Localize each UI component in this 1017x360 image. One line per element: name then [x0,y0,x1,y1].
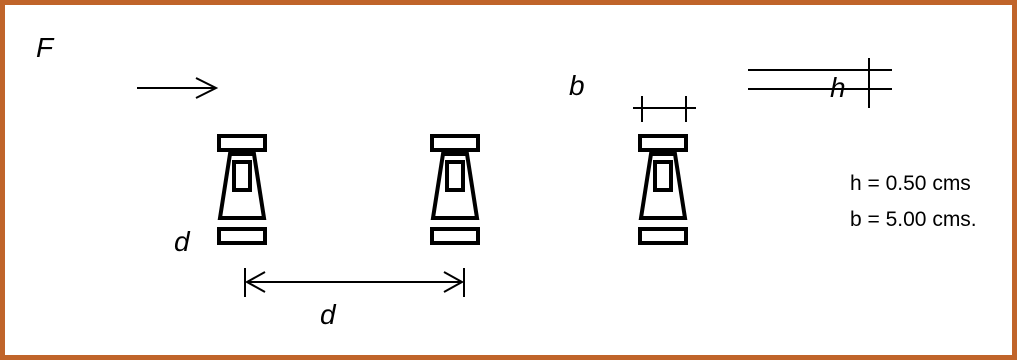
thickness-dimension [748,58,892,108]
thickness-label: h [830,72,846,103]
force-label: F [36,32,55,63]
spacing-dimension [244,268,465,297]
element-2 [430,134,480,245]
h-value-note: h = 0.50 cms [850,172,971,195]
spacing-label-horizontal: d [320,299,337,330]
b-value-note: b = 5.00 cms. [850,208,977,231]
element-3 [638,134,688,245]
width-label: b [569,70,585,101]
width-dimension [633,96,696,122]
spacing-label-vertical: d [174,226,191,257]
element-1 [217,134,267,245]
force-arrow [137,77,219,99]
